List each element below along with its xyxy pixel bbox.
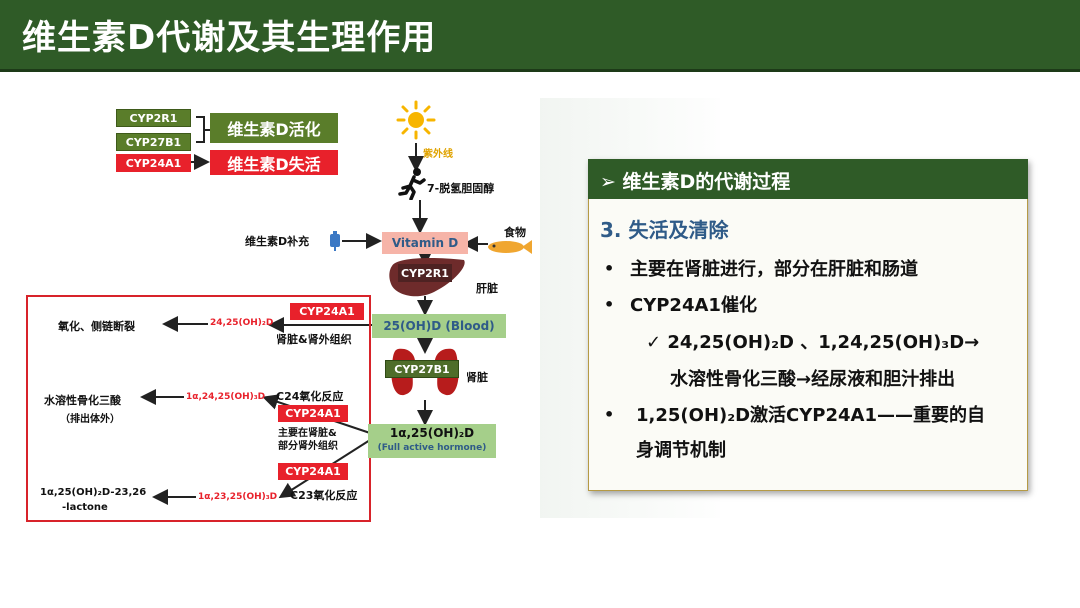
product-1a-23-25: 1α,23,25(OH)₃D [198,492,278,502]
iv-bag-icon [330,231,340,251]
panel-header-text: ➢ 维生素D的代谢过程 [600,171,791,193]
left-enzyme-1: CYP24A1 [290,303,364,320]
kidney-enzyme-box: CYP27B1 [385,360,459,378]
check-item-1: ✓ 24,25(OH)₂D 、1,24,25(OH)₃D→ [646,332,980,353]
bullet-dot-2: • [604,295,615,314]
liver-label: 肝脏 [476,282,498,295]
legend-activation: 维生素D活化 [210,113,338,143]
inactivation-region [26,295,371,522]
active-hormone-caption: (Full active hormone) [377,443,487,453]
fish-icon [488,240,532,254]
sun-icon [396,100,436,140]
site-mainly-kidney: 主要在肾脏& [278,428,337,439]
title-bar [0,0,1080,72]
result-calcitroic-acid: 水溶性骨化三酸 [44,394,121,407]
result-lactone-1: 1α,25(OH)₂D-23,26 [40,487,147,498]
uv-label: 紫外线 [423,149,453,160]
reaction-c24: C24氧化反应 [276,390,344,403]
slide-title: 维生素D代谢及其生理作用 [22,18,437,58]
left-enzyme-3: CYP24A1 [278,463,348,480]
bullet-3-line-1: 1,25(OH)₂D激活CYP24A1——重要的自 [636,405,985,426]
panel-header [588,159,1028,199]
legend-inactivation: 维生素D失活 [210,150,338,175]
result-oxidation: 氧化、侧链断裂 [58,320,135,333]
active-hormone-formula: 1α,25(OH)₂D [389,426,475,440]
legend-cyp24a1: CYP24A1 [116,154,191,172]
bullet-1: 主要在肾脏进行，部分在肝脏和肠道 [630,259,918,280]
liver-enzyme-box: CYP2R1 [398,264,452,282]
legend-cyp27b1: CYP27B1 [116,133,191,151]
active-hormone-box: 1α,25(OH)₂D (Full active hormone) [368,424,496,458]
left-enzyme-2: CYP24A1 [278,405,348,422]
info-panel [588,159,1028,491]
kidney-label: 肾脏 [466,371,488,384]
bullet-dot-1: • [604,259,615,278]
bullet-3-line-2: 身调节机制 [636,440,726,461]
food-label: 食物 [504,226,526,239]
site-kidney-extrarenal: 肾脏&肾外组织 [276,333,352,346]
reaction-c23: C23氧化反应 [290,489,358,502]
result-lactone-2: -lactone [62,502,108,513]
supplement-label: 维生素D补充 [245,235,310,248]
vitamin-d-box: Vitamin D [382,232,468,254]
running-person-icon [398,168,426,200]
site-partial-extrarenal: 部分肾外组织 [278,441,338,452]
blood-25ohd-box: 25(OH)D (Blood) [372,314,506,338]
product-24-25: 24,25(OH)₂D [210,318,274,328]
legend-cyp2r1: CYP2R1 [116,109,191,127]
bullet-2: CYP24A1催化 [630,295,757,316]
result-excreted: （排出体外） [60,414,120,425]
dehydrocholesterol-label: 7-脱氢胆固醇 [427,182,495,195]
panel-section-title: 3. 失活及清除 [600,218,729,242]
product-1a-24-25: 1α,24,25(OH)₃D [186,392,266,402]
check-item-2: 水溶性骨化三酸→经尿液和胆汁排出 [670,369,956,390]
bullet-dot-3: • [604,405,615,424]
